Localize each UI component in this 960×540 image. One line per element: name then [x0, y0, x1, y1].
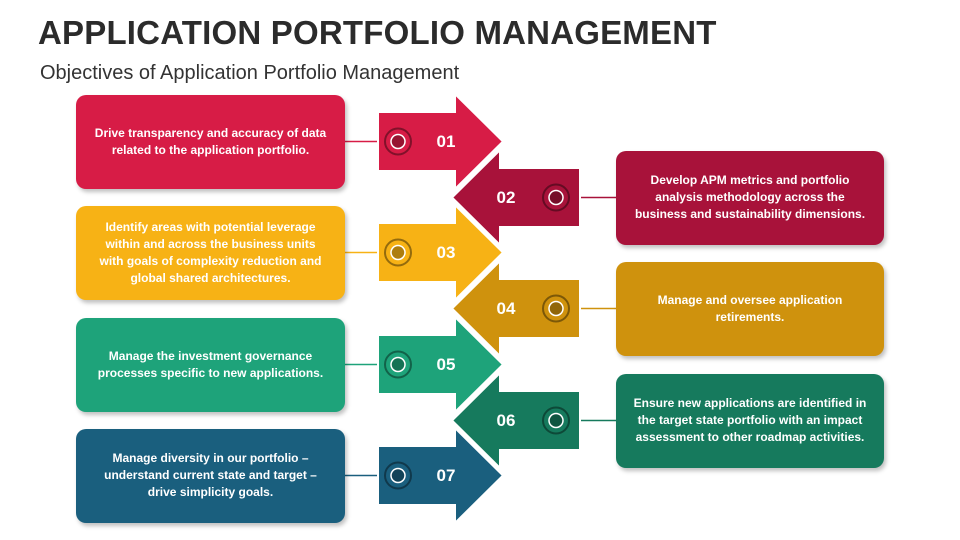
step-number-03: 03 [436, 242, 456, 262]
target-ring-icon [542, 294, 570, 323]
page-subtitle: Objectives of Application Portfolio Mana… [40, 62, 460, 84]
connector-lines [345, 140, 616, 477]
target-dot-icon [390, 356, 406, 373]
objective-box-06: Ensure new applications are identified i… [616, 373, 884, 468]
objective-text: Identify areas with potential leverage w… [99, 219, 322, 285]
step-number-01: 01 [436, 131, 456, 151]
objective-box-04: Manage and oversee application retiremen… [616, 261, 884, 356]
arrow-chain [377, 91, 581, 526]
target-ring-icon [384, 461, 412, 490]
target-ring-icon [384, 127, 412, 156]
arrow-02 [450, 147, 581, 248]
target-dot-icon [390, 467, 406, 484]
page-title: APPLICATION PORTFOLIO MANAGEMENT [38, 14, 717, 51]
objective-box-05: Manage the investment governance process… [76, 317, 345, 412]
target-ring-icon [384, 238, 412, 267]
target-dot-icon [548, 189, 564, 206]
objective-text: Manage and oversee application retiremen… [657, 292, 843, 324]
step-number-07: 07 [436, 465, 456, 485]
target-dot-icon [548, 300, 564, 317]
objective-box-02: Develop APM metrics and portfolio analys… [616, 150, 884, 245]
target-dot-icon [390, 244, 406, 261]
objective-text: Manage the investment governance process… [97, 348, 324, 380]
objective-box-01: Drive transparency and accuracy of data … [76, 94, 345, 189]
objective-text: Drive transparency and accuracy of data … [94, 125, 327, 157]
step-number-05: 05 [436, 354, 456, 374]
target-dot-icon [390, 133, 406, 150]
objective-text: Manage diversity in our portfolio – unde… [104, 451, 317, 499]
target-dot-icon [548, 412, 564, 429]
target-ring-icon [542, 183, 570, 212]
step-number-04: 04 [496, 298, 516, 318]
target-ring-icon [384, 350, 412, 379]
arrow-06 [450, 370, 581, 471]
objective-text: Ensure new applications are identified i… [633, 396, 867, 444]
objective-box-07: Manage diversity in our portfolio – unde… [76, 428, 345, 523]
arrow-07 [377, 425, 505, 526]
arrow-03 [377, 202, 505, 303]
target-ring-icon [542, 406, 570, 435]
step-number-02: 02 [496, 187, 516, 207]
objective-box-03: Identify areas with potential leverage w… [76, 205, 345, 300]
arrow-05 [377, 314, 505, 415]
arrow-04 [450, 258, 581, 359]
arrow-01 [377, 91, 505, 192]
objective-text: Develop APM metrics and portfolio analys… [634, 173, 866, 221]
step-number-06: 06 [496, 410, 516, 430]
